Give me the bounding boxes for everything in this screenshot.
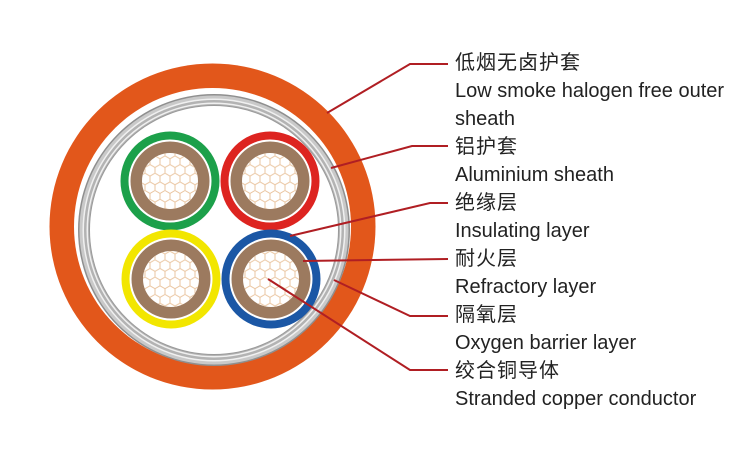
layer-label-refractory-layer: 耐火层 Refractory layer — [455, 245, 747, 301]
layer-label-zh: 隔氧层 — [455, 304, 518, 326]
layer-label-en: Low smoke halogen free outer sheath — [455, 80, 725, 130]
layer-label-zh: 绝缘层 — [455, 192, 518, 214]
layer-label-zh: 铝护套 — [455, 136, 518, 158]
leader-line-copper-conductor — [267, 278, 448, 371]
layer-label-oxygen-barrier: 隔氧层 Oxygen barrier layer — [455, 301, 747, 357]
layer-label-aluminium-sheath: 铝护套 Aluminium sheath — [455, 133, 747, 189]
layer-label-insulating-layer: 绝缘层 Insulating layer — [455, 189, 747, 245]
layer-label-en: Insulating layer — [455, 220, 590, 242]
leader-line-insulating-layer — [289, 202, 448, 237]
leader-line-aluminium-sheath — [330, 145, 448, 169]
leader-lines — [267, 63, 449, 371]
leader-line-outer-sheath — [326, 63, 448, 114]
core-top-right — [220, 131, 320, 231]
layer-label-en: Refractory layer — [455, 276, 597, 298]
leader-line-oxygen-barrier — [333, 279, 448, 317]
core-bottom-right — [221, 229, 321, 329]
layer-label-copper-conductor: 绞合铜导体 Stranded copper conductor — [455, 357, 747, 413]
layer-label-zh: 绞合铜导体 — [455, 360, 560, 382]
layer-label-zh: 低烟无卤护套 — [455, 52, 581, 74]
layer-label-outer-sheath: 低烟无卤护套 Low smoke halogen free outer shea… — [455, 49, 747, 133]
layer-label-zh: 耐火层 — [455, 248, 518, 270]
layer-label-en: Oxygen barrier layer — [455, 332, 637, 354]
leader-line-refractory-layer — [302, 258, 449, 262]
layer-label-en: Stranded copper conductor — [455, 388, 697, 410]
aluminium-oxygen-barrier-band — [78, 94, 350, 366]
core-bottom-left — [121, 229, 221, 329]
layer-label-en: Aluminium sheath — [455, 164, 614, 186]
core-top-left — [120, 131, 220, 231]
